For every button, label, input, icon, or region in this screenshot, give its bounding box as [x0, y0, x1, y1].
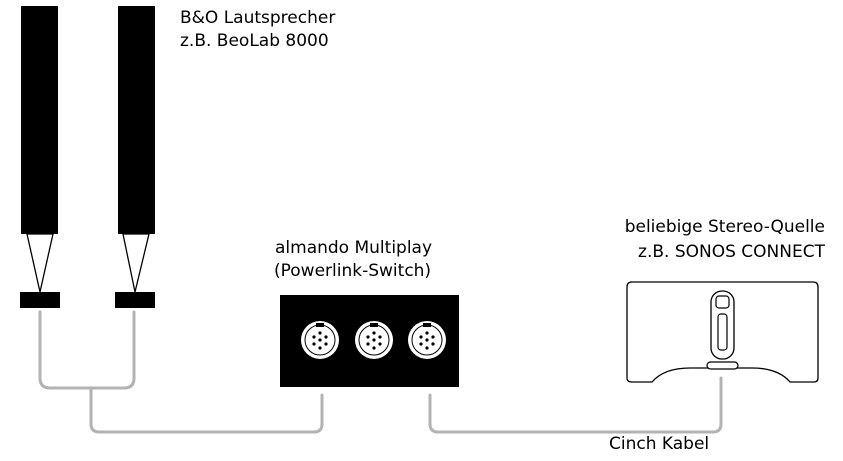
cable-group [38, 310, 723, 434]
source-volume-rocker [717, 313, 728, 351]
speakers-label-line2: z.B. BeoLab 8000 [180, 31, 329, 51]
source-label-line1: beliebige Stereo-Quelle [624, 217, 825, 237]
cable-label: Cinch Kabel [609, 434, 710, 454]
speaker-left-column [21, 6, 58, 234]
switch-label-line1: almando Multiplay [275, 238, 433, 258]
source-status-light [706, 361, 739, 370]
speakers-label-line1: B&O Lautsprecher [180, 8, 336, 28]
switch-label-line2: (Powerlink-Switch) [274, 261, 432, 281]
speaker-right-stand [122, 233, 150, 293]
din-connector-3 [408, 321, 446, 359]
speaker-left-stand [26, 233, 54, 293]
cinch-cable [428, 376, 723, 434]
speaker-right [115, 6, 155, 308]
source-button [715, 295, 730, 309]
din-connector-2 [355, 321, 393, 359]
speaker-right-column [118, 6, 155, 234]
stereo-source-device [626, 281, 819, 383]
speaker-left-base [20, 292, 60, 308]
powerlink-switch [280, 295, 459, 387]
speaker-right-base [115, 292, 155, 308]
speaker-link-cable [38, 310, 136, 390]
din-connector-1 [301, 321, 339, 359]
speaker-left [20, 6, 60, 308]
source-label-line2: z.B. SONOS CONNECT [638, 242, 825, 262]
speaker-to-switch-cable [89, 386, 324, 434]
